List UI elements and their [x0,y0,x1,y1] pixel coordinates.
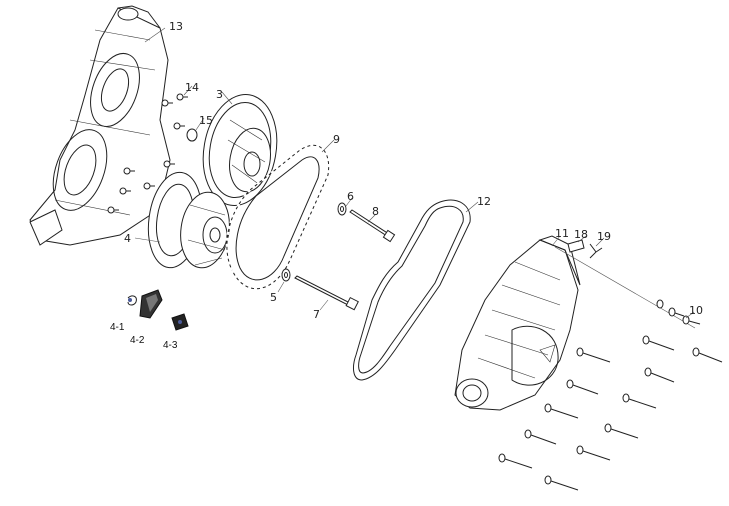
part-cover-bolts [107,85,193,214]
label-5: 5 [270,291,277,304]
part-4-1-spring [127,295,137,306]
part-gasket [353,199,479,381]
label-19: 19 [597,230,611,243]
label-13: 13 [169,20,183,33]
label-4-3: 4-3 [163,340,178,351]
label-4-1: 4-1 [110,322,125,333]
part-plug [567,235,587,253]
label-9: 9 [333,133,340,146]
label-14: 14 [185,81,199,94]
label-18: 18 [574,228,588,241]
part-labels: 13 14 3 15 9 6 8 12 4 5 7 11 18 19 10 4-… [110,20,703,351]
part-4-2-slider [139,289,163,319]
part-drive-belt [225,139,335,290]
part-outer-cover [454,235,696,411]
label-7: 7 [313,308,320,321]
part-driven-pulley [134,171,230,269]
label-4-2: 4-2 [130,335,145,346]
part-cover-bolts-right [498,299,723,491]
part-4-3-guide [171,313,189,331]
label-15: 15 [199,114,213,127]
label-12: 12 [477,195,491,208]
part-clip [589,237,605,259]
label-6: 6 [347,190,354,203]
label-11: 11 [555,227,569,240]
part-bolt-upper [337,197,396,243]
part-drive-pulley [202,91,278,207]
label-8: 8 [372,205,379,218]
label-3: 3 [216,88,223,101]
part-inner-cover [29,5,171,246]
part-o-ring [186,117,205,142]
label-10: 10 [689,304,703,317]
label-4: 4 [124,232,131,245]
part-bolt-lower [277,268,359,311]
